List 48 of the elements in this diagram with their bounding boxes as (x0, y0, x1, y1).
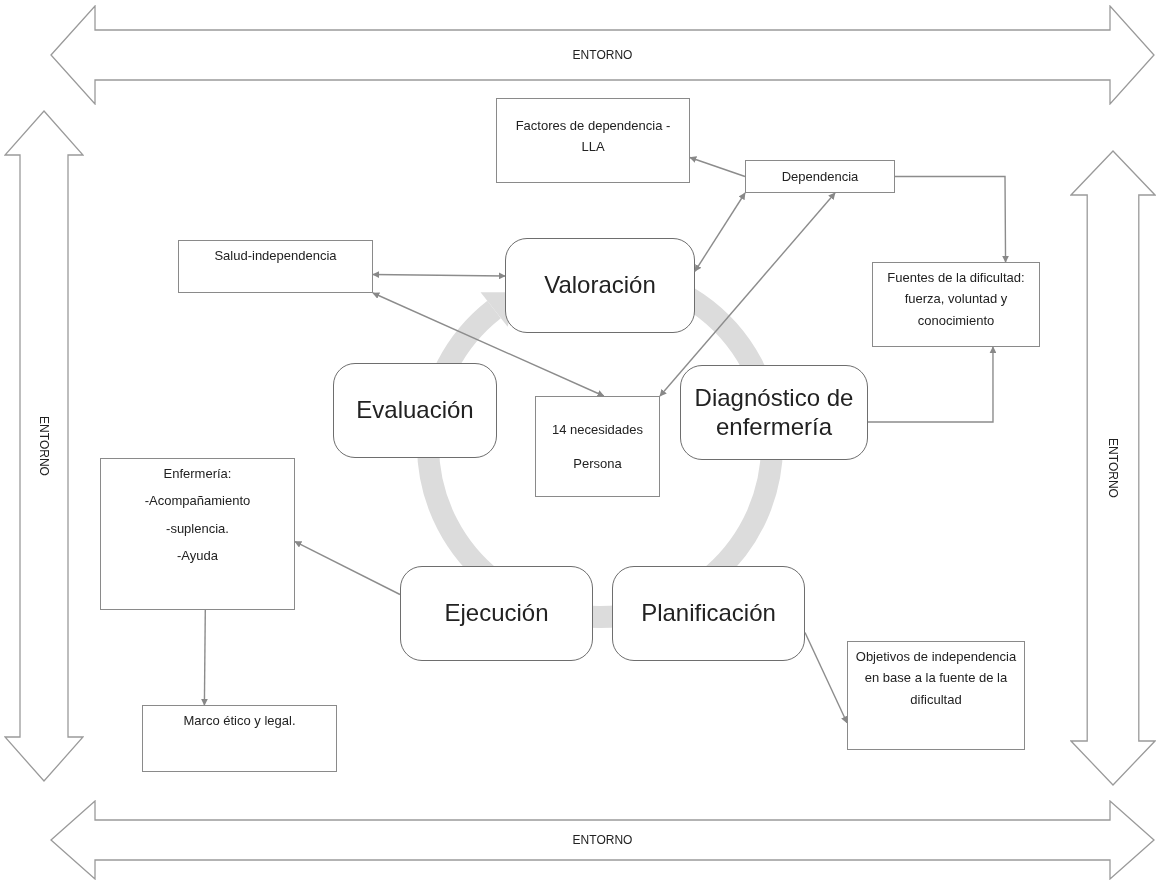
note-box (847, 641, 1025, 750)
double-arrow-band (50, 5, 1155, 105)
arrow (694, 192, 746, 272)
arrow (894, 175, 1009, 263)
node-label: Factores de dependencia - LLA (514, 117, 672, 157)
process-step-box (680, 365, 868, 460)
arrow (200, 609, 208, 706)
node-label: Persona (573, 454, 622, 473)
node-label: Evaluación (356, 396, 474, 425)
node-label: ENTORNO (1106, 438, 1120, 498)
arrow (867, 346, 997, 423)
note-box (100, 458, 295, 610)
node-label: -suplencia. (166, 519, 229, 538)
node-label: Marco ético y legal. (183, 712, 296, 730)
arrow (659, 192, 836, 397)
node-label: Valoración (544, 271, 656, 300)
note-box (745, 160, 895, 193)
double-arrow-band (4, 110, 84, 782)
node-label: Enfermería: (163, 465, 232, 483)
arrow (372, 271, 506, 280)
node-label: Objetivos de independencia en base a la fuente de la dificultad (854, 648, 1018, 709)
arrow (689, 156, 746, 178)
process-step-box (612, 566, 805, 661)
node-label: -Acompañamiento (144, 492, 251, 511)
node-label: Fuentes de la dificultad: fuerza, voluntad y conocimiento (886, 269, 1026, 330)
arrow (294, 540, 401, 596)
node-label: Ejecución (444, 599, 549, 628)
arrow (804, 631, 848, 724)
note-box (872, 262, 1040, 347)
node-label: ENTORNO (572, 833, 633, 847)
node-label: -Ayuda (177, 547, 218, 566)
note-box (496, 98, 690, 183)
node-label: Salud-independencia (214, 247, 337, 265)
node-label: 14 necesidades (551, 421, 644, 439)
node-label: Dependencia (781, 167, 859, 186)
note-box (178, 240, 373, 293)
node-label: Diagnóstico de enfermería (693, 383, 855, 442)
process-step-box (400, 566, 593, 661)
process-step-box (333, 363, 497, 458)
node-label: ENTORNO (37, 416, 51, 476)
note-box (142, 705, 337, 772)
double-arrow-band (50, 800, 1155, 880)
node-label: Planificación (641, 599, 776, 628)
note-box (535, 396, 660, 497)
double-arrow-band (1070, 150, 1156, 786)
node-label: ENTORNO (572, 48, 633, 62)
process-step-box (505, 238, 695, 333)
arrow (372, 292, 605, 397)
